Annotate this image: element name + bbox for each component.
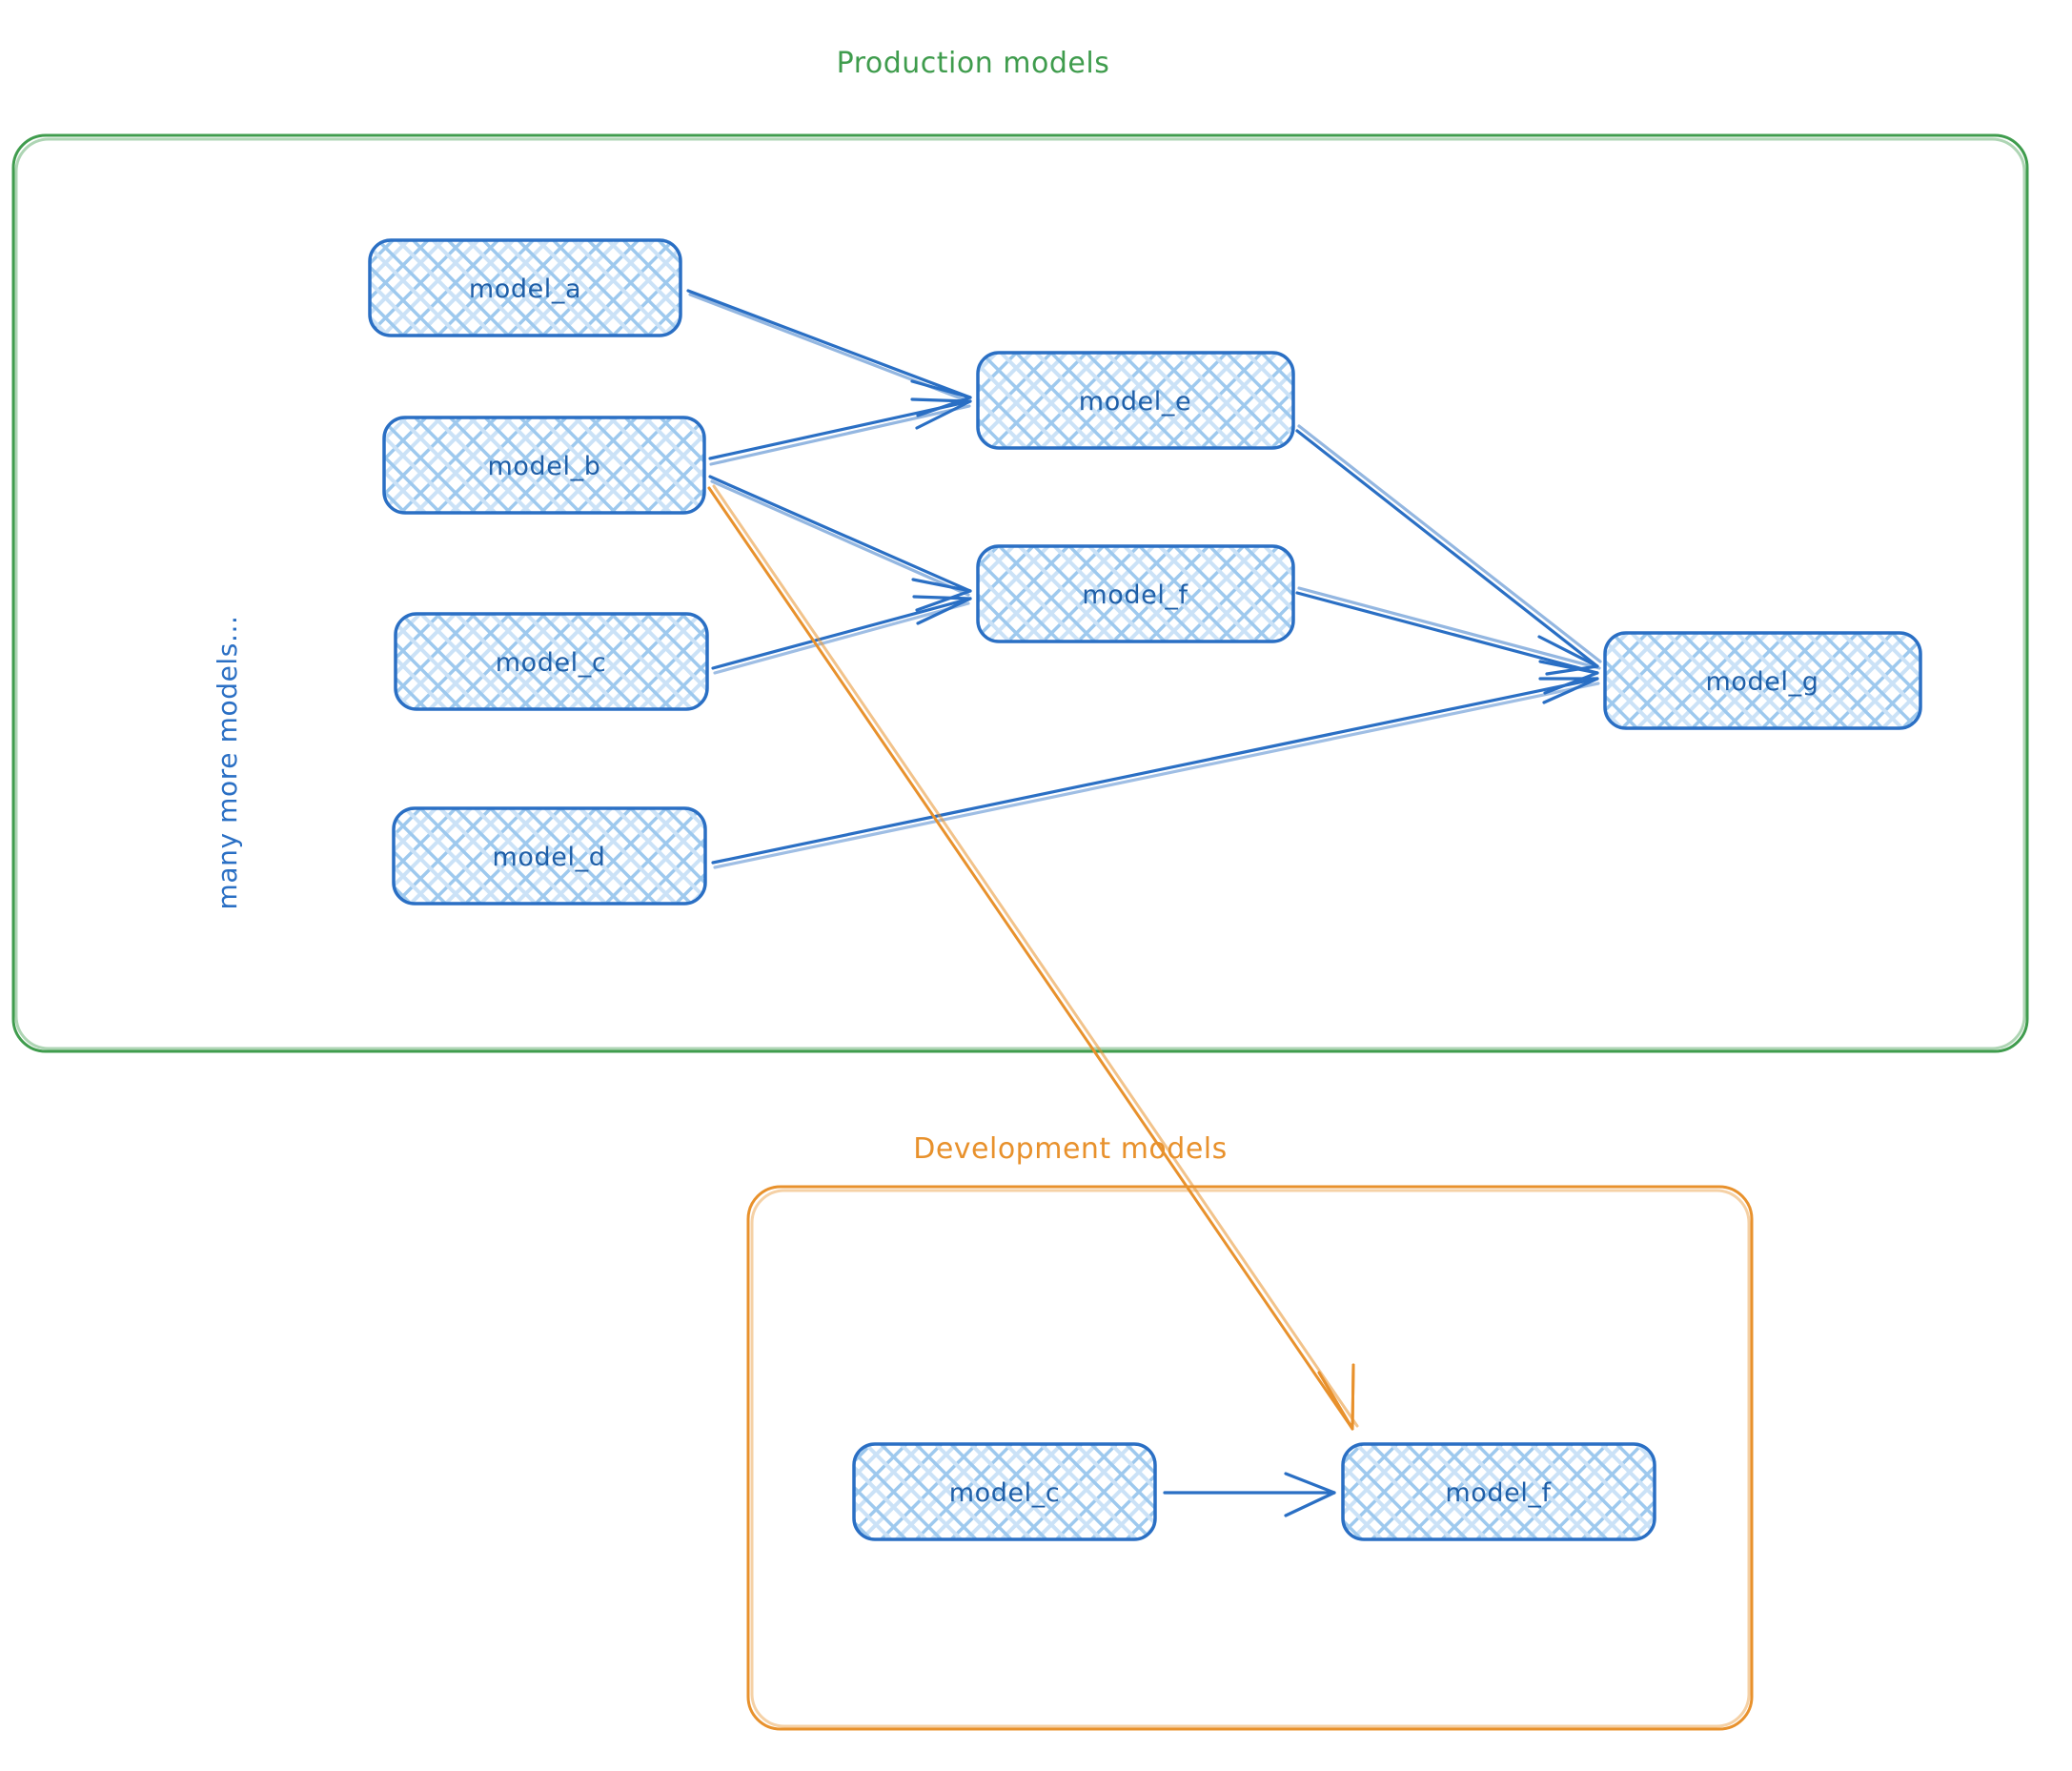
node-prod-model-g-box[interactable]	[1603, 631, 1922, 730]
edge-model-d-to-model-g	[711, 677, 1600, 869]
edge-model-b-to-model-f	[708, 475, 972, 612]
production-nodes-layer: model_a model_b model_c model_d model_e	[368, 238, 1922, 906]
edge-model-b-to-model-e	[708, 397, 972, 466]
development-container-border	[746, 1185, 1754, 1731]
node-prod-model-c-label: model_c	[496, 648, 607, 678]
node-prod-model-e[interactable]: model_e	[976, 351, 1295, 450]
node-dev-model-c-label: model_c	[949, 1478, 1061, 1508]
node-prod-model-g[interactable]: model_g	[1603, 631, 1922, 730]
node-prod-model-e-box[interactable]	[976, 351, 1295, 450]
development-nodes-layer: model_c model_f	[852, 1442, 1656, 1541]
node-prod-model-d-box[interactable]	[392, 806, 707, 906]
node-dev-model-c-box[interactable]	[852, 1442, 1157, 1541]
production-container-border	[11, 133, 2029, 1053]
node-prod-model-b[interactable]: model_b	[382, 416, 706, 515]
group-development: Development models	[746, 1132, 1754, 1731]
edges-layer	[686, 289, 1602, 1517]
edge-model-e-to-model-g	[1295, 424, 1602, 676]
node-dev-model-f-box[interactable]	[1341, 1442, 1656, 1541]
node-prod-model-b-box[interactable]	[382, 416, 706, 515]
node-prod-model-c-box[interactable]	[394, 612, 709, 711]
node-prod-model-c[interactable]: model_c	[394, 612, 709, 711]
development-group-title: Development models	[913, 1132, 1228, 1166]
node-prod-model-e-label: model_e	[1079, 387, 1191, 417]
orange-arrowhead-overlay	[1317, 1363, 1355, 1431]
dev-edge-overlay	[1317, 1363, 1355, 1431]
node-prod-model-a[interactable]: model_a	[368, 238, 682, 337]
many-more-models-note: many more models...	[212, 616, 243, 910]
node-prod-model-d[interactable]: model_d	[392, 806, 707, 906]
edge-model-c-to-model-f	[711, 595, 972, 675]
node-dev-model-c[interactable]: model_c	[852, 1442, 1157, 1541]
side-note-label: many more models...	[212, 616, 243, 910]
production-container-border-sketch	[14, 137, 2026, 1050]
edge-model-a-to-model-e	[686, 289, 972, 417]
development-container-border-sketch	[750, 1189, 1751, 1728]
group-production: Production models	[11, 47, 2029, 1053]
production-group-title: Production models	[837, 47, 1110, 80]
edge-dev-model-c-to-dev-model-f	[1163, 1472, 1336, 1517]
node-prod-model-f[interactable]: model_f	[976, 544, 1295, 643]
node-prod-model-f-label: model_f	[1082, 580, 1188, 610]
node-prod-model-a-box[interactable]	[368, 238, 682, 337]
node-dev-model-f-label: model_f	[1445, 1478, 1552, 1508]
node-prod-model-d-label: model_d	[493, 843, 606, 872]
node-prod-model-a-label: model_a	[469, 275, 581, 304]
node-dev-model-f[interactable]: model_f	[1341, 1442, 1656, 1541]
node-prod-model-b-label: model_b	[488, 452, 601, 481]
node-prod-model-g-label: model_g	[1706, 667, 1819, 697]
node-prod-model-f-box[interactable]	[976, 544, 1295, 643]
